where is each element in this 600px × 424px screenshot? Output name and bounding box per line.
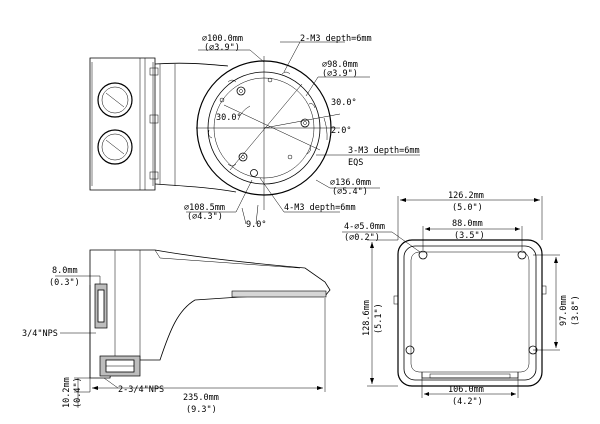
bottom-holes-spec: 4-M3 depth=6mm [284,203,356,213]
width-mm: 126.2mm [448,191,484,201]
mount-hole [418,250,428,260]
hole-dia-in: (∅0.2") [344,233,380,243]
wall-thickness-mm: 8.0mm [52,266,78,276]
hole-dia-mm: 4-∅5.0mm [344,222,385,232]
mount-hole [517,250,527,260]
screw-hole [250,169,258,177]
length-in: (9.3") [186,405,217,415]
base-width-mm: 106.0mm [448,385,484,395]
screw-hole [236,86,246,96]
angle-c: 2.0° [331,126,351,136]
angle-b: 30.0° [216,113,242,123]
cable-gland-top [97,82,133,118]
top-arm [154,62,237,193]
back-view [342,196,560,398]
base-width-in: (4.2") [452,397,483,407]
gap-mm: 10.2mm [62,377,72,408]
hole-vspan-mm: 97.0mm [559,295,569,326]
inner-diameter-in: (∅3.9") [322,69,358,79]
mount-diameter-mm: ∅108.5mm [184,203,225,213]
hole-vspan-in: (3.8") [571,295,581,326]
top-view [89,41,420,225]
side-holes-spec: 3-M3 depth=6mm [348,146,420,156]
side-body-outline [89,249,331,379]
outer-diameter-mm: ∅100.0mm [202,34,243,44]
screw-hole [238,152,248,162]
side-view [55,249,331,408]
height-in: (5.1") [374,303,384,334]
top-holes-spec: 2-M3 depth=6mm [300,34,372,44]
height-mm: 128.6mm [362,300,372,336]
cable-gland-bottom [97,129,133,165]
base-diameter-in: (∅5.4") [332,187,368,197]
mount-diameter-in: (∅4.3") [187,212,223,222]
inner-diameter-mm: ∅98.0mm [322,60,358,70]
mount-hole [405,345,415,355]
outer-diameter-in: (∅3.9") [204,43,240,53]
width-in: (5.0") [452,203,483,213]
eqs-label: EQS [348,158,363,168]
wall-thickness-in: (0.3") [49,278,80,288]
length-mm: 235.0mm [183,393,219,403]
gap-in: (0.4") [73,377,83,408]
angle-a: 30.0° [331,98,357,108]
angle-d: 9.0° [246,220,266,230]
back-plate-outer [397,239,543,387]
port-top-label: 3/4"NPS [22,329,58,339]
hole-span-in: (3.5") [454,231,485,241]
side-base-plate [231,290,327,298]
hole-span-mm: 88.0mm [452,219,483,229]
base-diameter-mm: ∅136.0mm [330,178,371,188]
screw-hole [300,118,310,128]
port-bottom-label: 2-3/4"NPS [118,385,164,395]
top-junction-box [89,57,156,191]
